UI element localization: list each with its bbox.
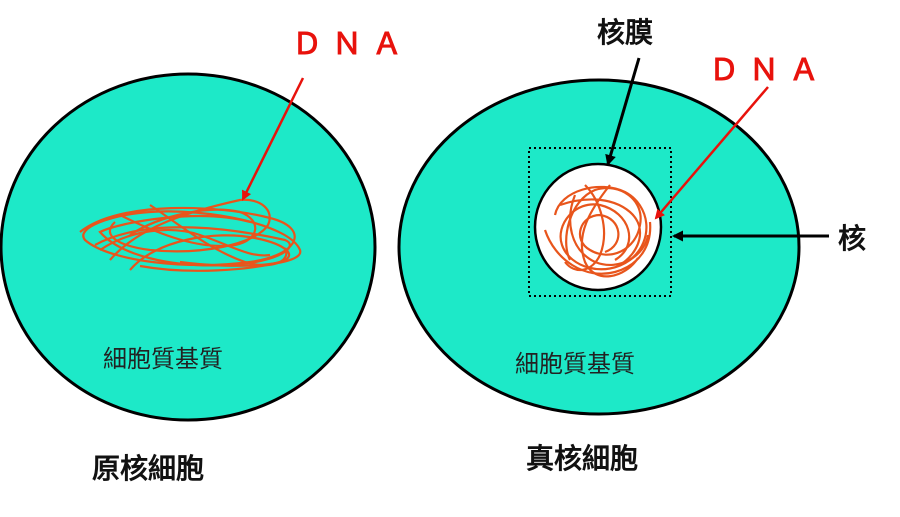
eukaryote-cytoplasm-label: 細胞質基質	[515, 350, 635, 378]
prokaryotic-cell: ＤＮＡ 細胞質基質 原核細胞	[0, 27, 412, 485]
prokaryote-dna-strand	[79, 198, 302, 272]
nucleus-label: 核	[838, 222, 866, 255]
eukaryote-dna-label: ＤＮＡ	[709, 53, 829, 88]
eukaryote-dna-strand	[543, 184, 652, 278]
nucleus-region-box	[528, 147, 672, 297]
prokaryote-dna-arrow	[241, 77, 305, 201]
nuclear-membrane-label: 核膜	[597, 16, 653, 49]
prokaryote-dna-label: ＤＮＡ	[292, 27, 412, 62]
eukaryote-cell-title: 真核細胞	[526, 442, 638, 475]
nuclear-membrane-arrow	[605, 57, 641, 166]
eukaryote-dna-arrow	[654, 86, 769, 220]
prokaryote-cytoplasm-label: 細胞質基質	[103, 345, 223, 373]
eukaryotic-cell: 核膜 ＤＮＡ 核 細胞質基質 真核細胞	[397, 16, 866, 475]
nuclear-membrane	[533, 162, 663, 292]
prokaryote-cell-title: 原核細胞	[92, 452, 204, 485]
prokaryote-cytoplasm	[0, 72, 377, 422]
